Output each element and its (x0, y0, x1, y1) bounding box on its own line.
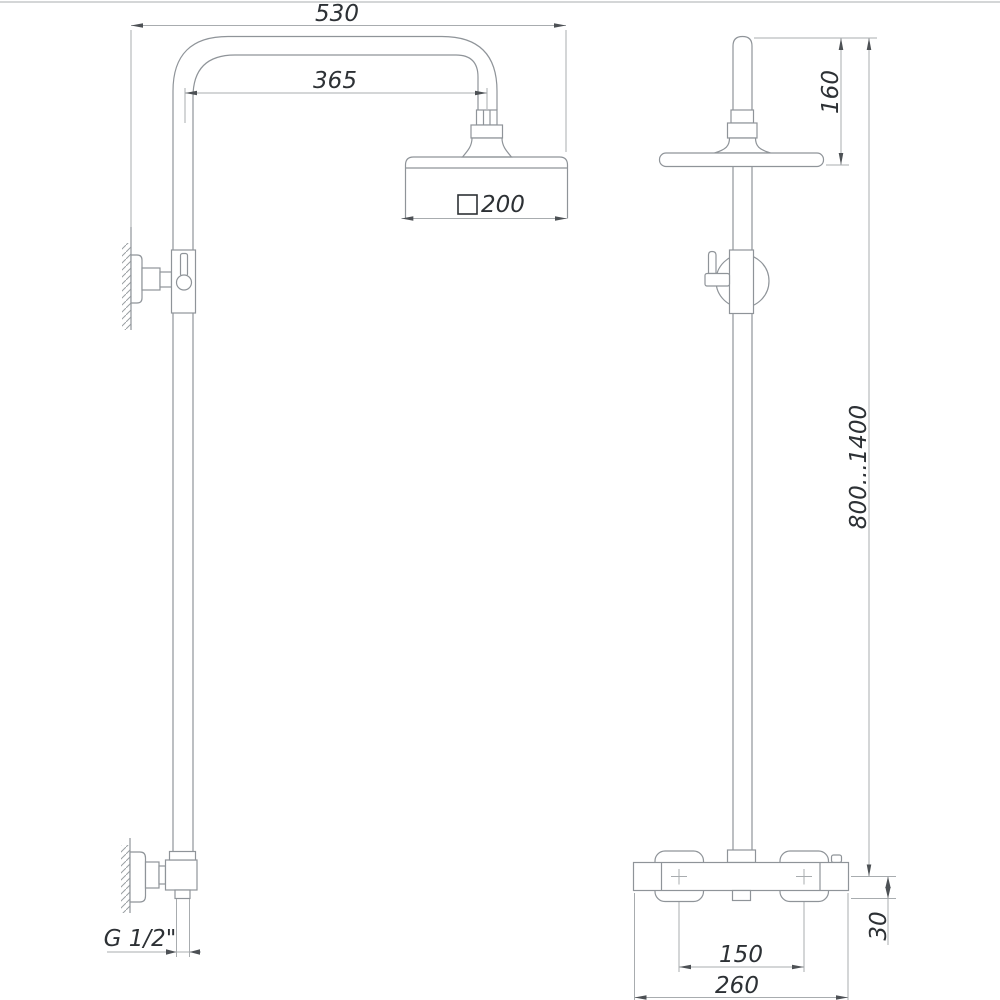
dimension-head-drop: 160 (754, 37, 877, 166)
dimension-label-body-width: 260 (715, 973, 759, 999)
dimension-body-depth: 30 (851, 876, 896, 945)
slider-holder-side (170, 249, 197, 314)
slider-holder-front (704, 249, 770, 315)
square-dimension-symbol (457, 194, 478, 215)
dimension-body-width: 260 (634, 893, 849, 1000)
front-view (632, 35, 850, 903)
dimension-label-head-size: 200 (481, 192, 525, 218)
lower-wall-valve-side (129, 850, 198, 903)
dimension-head-size: 200 (401, 192, 567, 221)
riser-pipe-side (172, 35, 498, 852)
head-connector-front (714, 109, 771, 154)
dimension-label-thread: G 1/2" (104, 926, 177, 952)
dimension-arm-reach: 365 (184, 68, 488, 123)
dimension-label-column-height: 800...1400 (846, 405, 872, 529)
shower-head-side (404, 156, 569, 219)
side-view (121, 35, 569, 913)
dimension-column-height: 800...1400 (846, 38, 896, 877)
dimension-label-inlet-spacing: 150 (719, 942, 763, 968)
wall-surface-bottom (121, 838, 131, 913)
head-connector-side (461, 109, 513, 158)
mixer-body-front (632, 849, 850, 903)
shower-head-front (658, 152, 825, 168)
dimension-label-arm-reach: 365 (313, 68, 357, 94)
dimension-label-arm-span: 530 (315, 1, 359, 27)
dimension-inlet-spacing: 150 (678, 902, 805, 972)
wall-surface-top (122, 227, 132, 330)
upper-wall-bracket-side (130, 254, 173, 304)
riser-pipe-front (732, 166, 753, 850)
handle-center-mark-left (671, 869, 687, 885)
dimension-label-head-drop: 160 (818, 70, 844, 114)
dimension-arm-span: 530 (130, 1, 567, 227)
dimension-label-body-depth: 30 (866, 911, 892, 940)
handle-center-mark-right (796, 869, 812, 885)
riser-pipe-top-front (732, 35, 753, 110)
dimension-thread: G 1/2" (104, 899, 201, 957)
